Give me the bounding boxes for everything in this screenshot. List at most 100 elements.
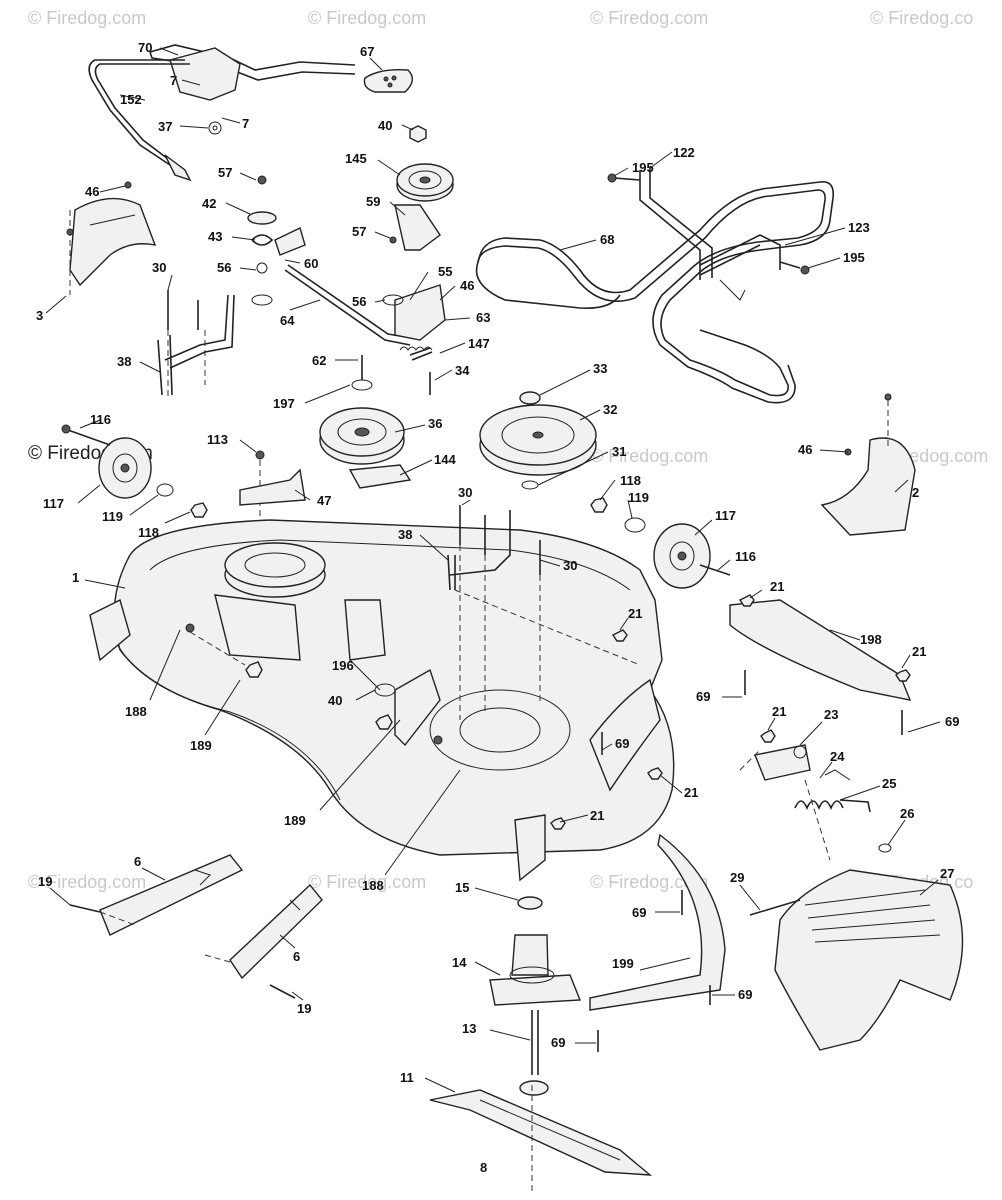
- part-label-119: 119: [102, 509, 123, 524]
- part-label-29: 29: [730, 870, 744, 885]
- stabilizer-bracket-upper: [69, 854, 244, 936]
- part-label-21: 21: [772, 704, 786, 719]
- lift-handle-assembly: [88, 44, 356, 182]
- belt-guide-bracket: [607, 168, 810, 301]
- part-label-117: 117: [715, 508, 736, 523]
- part-label-59: 59: [366, 194, 380, 209]
- part-label-67: 67: [360, 44, 374, 59]
- part-label-14: 14: [452, 955, 467, 970]
- right-belt-shield: [820, 393, 916, 536]
- watermark-text: © Firedog.com: [28, 8, 146, 28]
- part-label-119: 119: [628, 490, 649, 505]
- part-label-196: 196: [332, 658, 354, 673]
- page-marker: 8: [480, 1160, 487, 1175]
- part-label-69: 69: [738, 987, 752, 1002]
- part-label-116: 116: [735, 549, 756, 564]
- part-label-1: 1: [72, 570, 79, 585]
- part-label-30: 30: [152, 260, 166, 275]
- watermark-text: © Firedog.com: [590, 872, 708, 892]
- part-label-36: 36: [428, 416, 442, 431]
- part-label-113: 113: [207, 432, 228, 447]
- part-label-3: 3: [36, 308, 43, 323]
- bracket-center: [447, 505, 641, 720]
- idler-pulley-lower: [319, 407, 412, 489]
- part-label-38: 38: [398, 527, 412, 542]
- part-label-69: 69: [551, 1035, 565, 1050]
- drive-belt: [475, 181, 835, 404]
- part-label-31: 31: [612, 444, 626, 459]
- part-label-13: 13: [462, 1021, 476, 1036]
- part-label-56: 56: [352, 294, 366, 309]
- part-label-30: 30: [563, 558, 577, 573]
- gauge-wheel-left: [61, 424, 208, 518]
- part-label-24: 24: [830, 749, 845, 764]
- part-label-60: 60: [304, 256, 318, 271]
- part-label-197: 197: [273, 396, 295, 411]
- part-label-7: 7: [242, 116, 249, 131]
- stabilizer-bracket-lower: [204, 883, 323, 999]
- part-label-26: 26: [900, 806, 914, 821]
- part-label-21: 21: [684, 785, 698, 800]
- part-label-37: 37: [158, 119, 172, 134]
- part-label-43: 43: [208, 229, 222, 244]
- watermark-text: © Firedog.com: [28, 872, 146, 892]
- left-belt-shield: [66, 181, 157, 295]
- gauge-wheel-right: [590, 497, 731, 589]
- part-label-70: 70: [138, 40, 152, 55]
- part-label-11: 11: [400, 1070, 414, 1085]
- part-label-144: 144: [434, 452, 456, 467]
- part-label-57: 57: [352, 224, 366, 239]
- part-label-189: 189: [284, 813, 306, 828]
- watermark-text: © Firedog.com: [308, 8, 426, 28]
- bracket-left: [157, 290, 235, 400]
- part-label-21: 21: [590, 808, 604, 823]
- part-label-40: 40: [328, 693, 342, 708]
- mower-deck: [89, 519, 675, 882]
- part-label-21: 21: [770, 579, 784, 594]
- spindle-assembly: [489, 896, 582, 1096]
- part-label-42: 42: [202, 196, 216, 211]
- part-label-15: 15: [455, 880, 469, 895]
- part-label-69: 69: [632, 905, 646, 920]
- part-label-47: 47: [317, 493, 331, 508]
- lift-knob: [363, 68, 413, 93]
- part-label-23: 23: [824, 707, 838, 722]
- part-label-188: 188: [125, 704, 147, 719]
- part-label-32: 32: [603, 402, 617, 417]
- part-label-118: 118: [620, 473, 641, 488]
- part-label-57: 57: [218, 165, 232, 180]
- part-label-116: 116: [90, 412, 111, 427]
- part-label-21: 21: [628, 606, 642, 621]
- part-label-152: 152: [120, 92, 142, 107]
- part-label-147: 147: [468, 336, 490, 351]
- part-label-145: 145: [345, 151, 367, 166]
- discharge-chute: [749, 869, 964, 1051]
- part-label-46: 46: [85, 184, 99, 199]
- part-label-55: 55: [438, 264, 452, 279]
- leader-lines: [45, 47, 941, 1093]
- part-label-34: 34: [455, 363, 470, 378]
- part-label-46: 46: [798, 442, 812, 457]
- mower-blade: [429, 1085, 653, 1195]
- watermark-text: © Firedog.com: [590, 446, 708, 466]
- part-labels: 70 7 7 152 37 67 46 3 57 42 43 56 60 64 …: [36, 40, 959, 1175]
- part-label-195: 195: [843, 250, 865, 265]
- blade-guard-198: [729, 594, 912, 735]
- part-label-198: 198: [860, 632, 882, 647]
- part-label-7: 7: [170, 73, 177, 88]
- part-label-6: 6: [134, 854, 141, 869]
- idler-pulley-upper: [394, 125, 454, 251]
- part-label-40: 40: [378, 118, 392, 133]
- part-label-19: 19: [297, 1001, 311, 1016]
- part-label-46: 46: [460, 278, 474, 293]
- watermark-text: © Firedog.com: [308, 872, 426, 892]
- part-label-19: 19: [38, 874, 52, 889]
- part-label-117: 117: [43, 496, 64, 511]
- part-label-122: 122: [673, 145, 695, 160]
- part-label-63: 63: [476, 310, 490, 325]
- part-label-56: 56: [217, 260, 231, 275]
- watermark-text: © Firedog.com: [590, 8, 708, 28]
- spindle-pulley-right: [479, 391, 597, 490]
- part-label-25: 25: [882, 776, 896, 791]
